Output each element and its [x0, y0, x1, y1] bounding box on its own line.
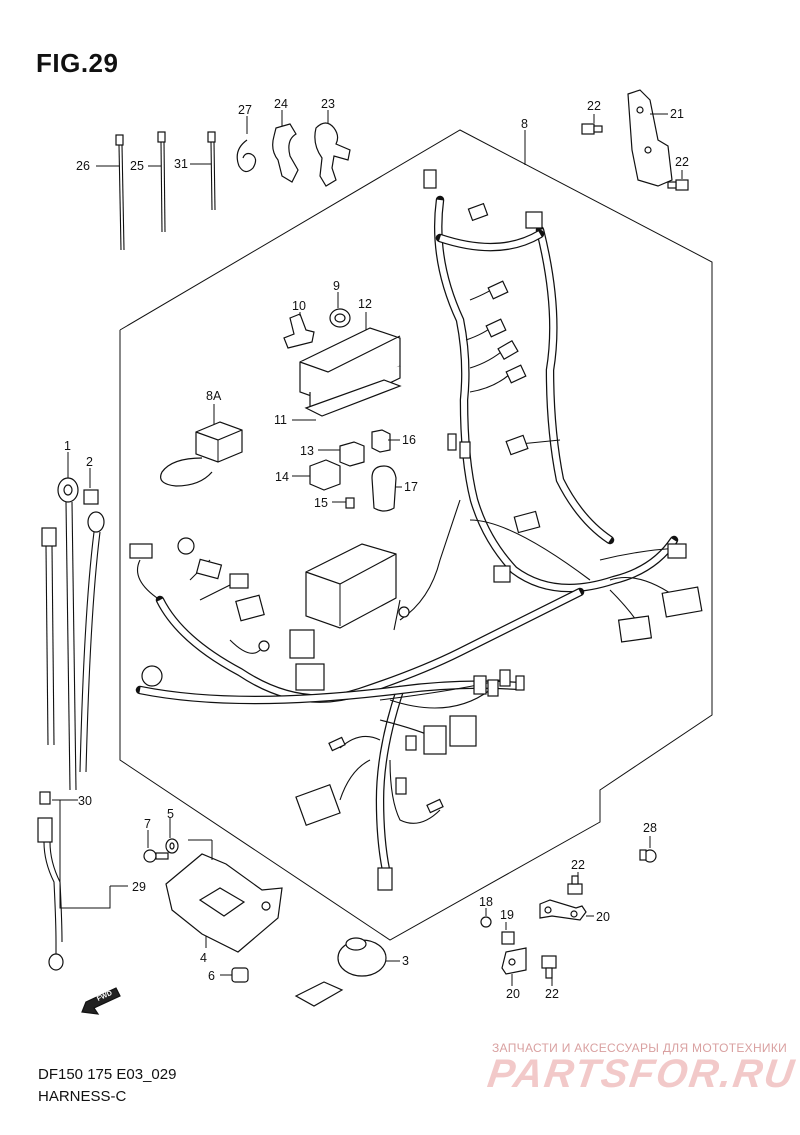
- callout-30: 30: [78, 794, 92, 808]
- callout-24: 24: [274, 97, 288, 111]
- bolt-22-upper: [581, 123, 603, 135]
- callout-20-b: 20: [506, 987, 520, 1001]
- bolt-22-right: [667, 179, 689, 191]
- bolt-22-lower-a: [567, 875, 583, 895]
- bracket-20-a: [539, 899, 587, 921]
- fuse-15: [345, 497, 355, 509]
- figure-code: DF150 175 E03_029: [38, 1066, 177, 1083]
- buzzer-3: [294, 937, 387, 1007]
- callout-2: 2: [86, 455, 93, 469]
- callout-9: 9: [333, 279, 340, 293]
- clamp-23: [314, 122, 351, 187]
- grommet-6: [231, 967, 249, 983]
- callout-25: 25: [130, 159, 144, 173]
- battery-cable-1: [57, 477, 79, 791]
- callout-28: 28: [643, 821, 657, 835]
- callout-10: 10: [292, 299, 306, 313]
- assembly-outline: [119, 129, 713, 941]
- callout-27: 27: [238, 103, 252, 117]
- callout-11: 11: [274, 413, 287, 427]
- cable-tie-31: [207, 131, 216, 211]
- callout-3: 3: [402, 954, 409, 968]
- callout-13: 13: [300, 444, 314, 458]
- callout-23: 23: [321, 97, 335, 111]
- bolt-28: [639, 849, 657, 863]
- callout-26: 26: [76, 159, 90, 173]
- callout-5: 5: [167, 807, 174, 821]
- figure-name: HARNESS-C: [38, 1088, 127, 1105]
- nut-19: [501, 931, 515, 945]
- gasket-11: [304, 379, 402, 417]
- relay-14: [309, 459, 341, 491]
- cable-29: [37, 527, 64, 971]
- watermark-tagline: ЗАПЧАСТИ И АКСЕССУАРЫ ДЛЯ МОТОТЕХНИКИ: [492, 1041, 788, 1055]
- relay-13: [339, 441, 365, 467]
- callout-19: 19: [500, 908, 514, 922]
- callout-15: 15: [314, 496, 328, 510]
- cable-2: [79, 489, 105, 773]
- callout-4: 4: [200, 951, 207, 965]
- watermark-brand: PARTSFOR.RU: [484, 1052, 799, 1096]
- bracket-21: [627, 89, 673, 187]
- screw-7: [143, 849, 169, 863]
- callout-18: 18: [479, 895, 493, 909]
- cover-17: [371, 465, 397, 512]
- callout-17: 17: [404, 480, 418, 494]
- callout-16: 16: [402, 433, 416, 447]
- callout-22-c: 22: [571, 858, 585, 872]
- fuse-16: [371, 429, 391, 453]
- washer-5: [165, 838, 179, 854]
- callout-21: 21: [670, 107, 684, 121]
- callout-8: 8: [521, 117, 528, 131]
- callout-7: 7: [144, 817, 151, 831]
- fwd-arrow-icon: [81, 987, 121, 1015]
- figure-title: FIG.29: [36, 48, 119, 78]
- callout-29: 29: [132, 880, 146, 894]
- callout-8A: 8A: [206, 389, 222, 403]
- callout-31: 31: [174, 157, 188, 171]
- callout-1: 1: [64, 439, 71, 453]
- callout-20-a: 20: [596, 910, 610, 924]
- callout-6: 6: [208, 969, 215, 983]
- main-harness-8: [129, 169, 703, 891]
- clamp-24: [272, 123, 299, 183]
- callout-22-b: 22: [675, 155, 689, 169]
- clip-27: [236, 139, 257, 173]
- washer-18: [480, 916, 492, 928]
- clip-10: [283, 313, 315, 349]
- bolt-22-lower-b: [541, 955, 557, 979]
- callout-22-a: 22: [587, 99, 601, 113]
- callout-12: 12: [358, 297, 372, 311]
- cable-tie-26: [115, 134, 125, 251]
- relay-8A: [160, 421, 243, 487]
- cover-4: [165, 839, 283, 953]
- cable-tie-25: [157, 131, 166, 233]
- bracket-20-b: [501, 947, 527, 975]
- callout-14: 14: [275, 470, 289, 484]
- callout-22-d: 22: [545, 987, 559, 1001]
